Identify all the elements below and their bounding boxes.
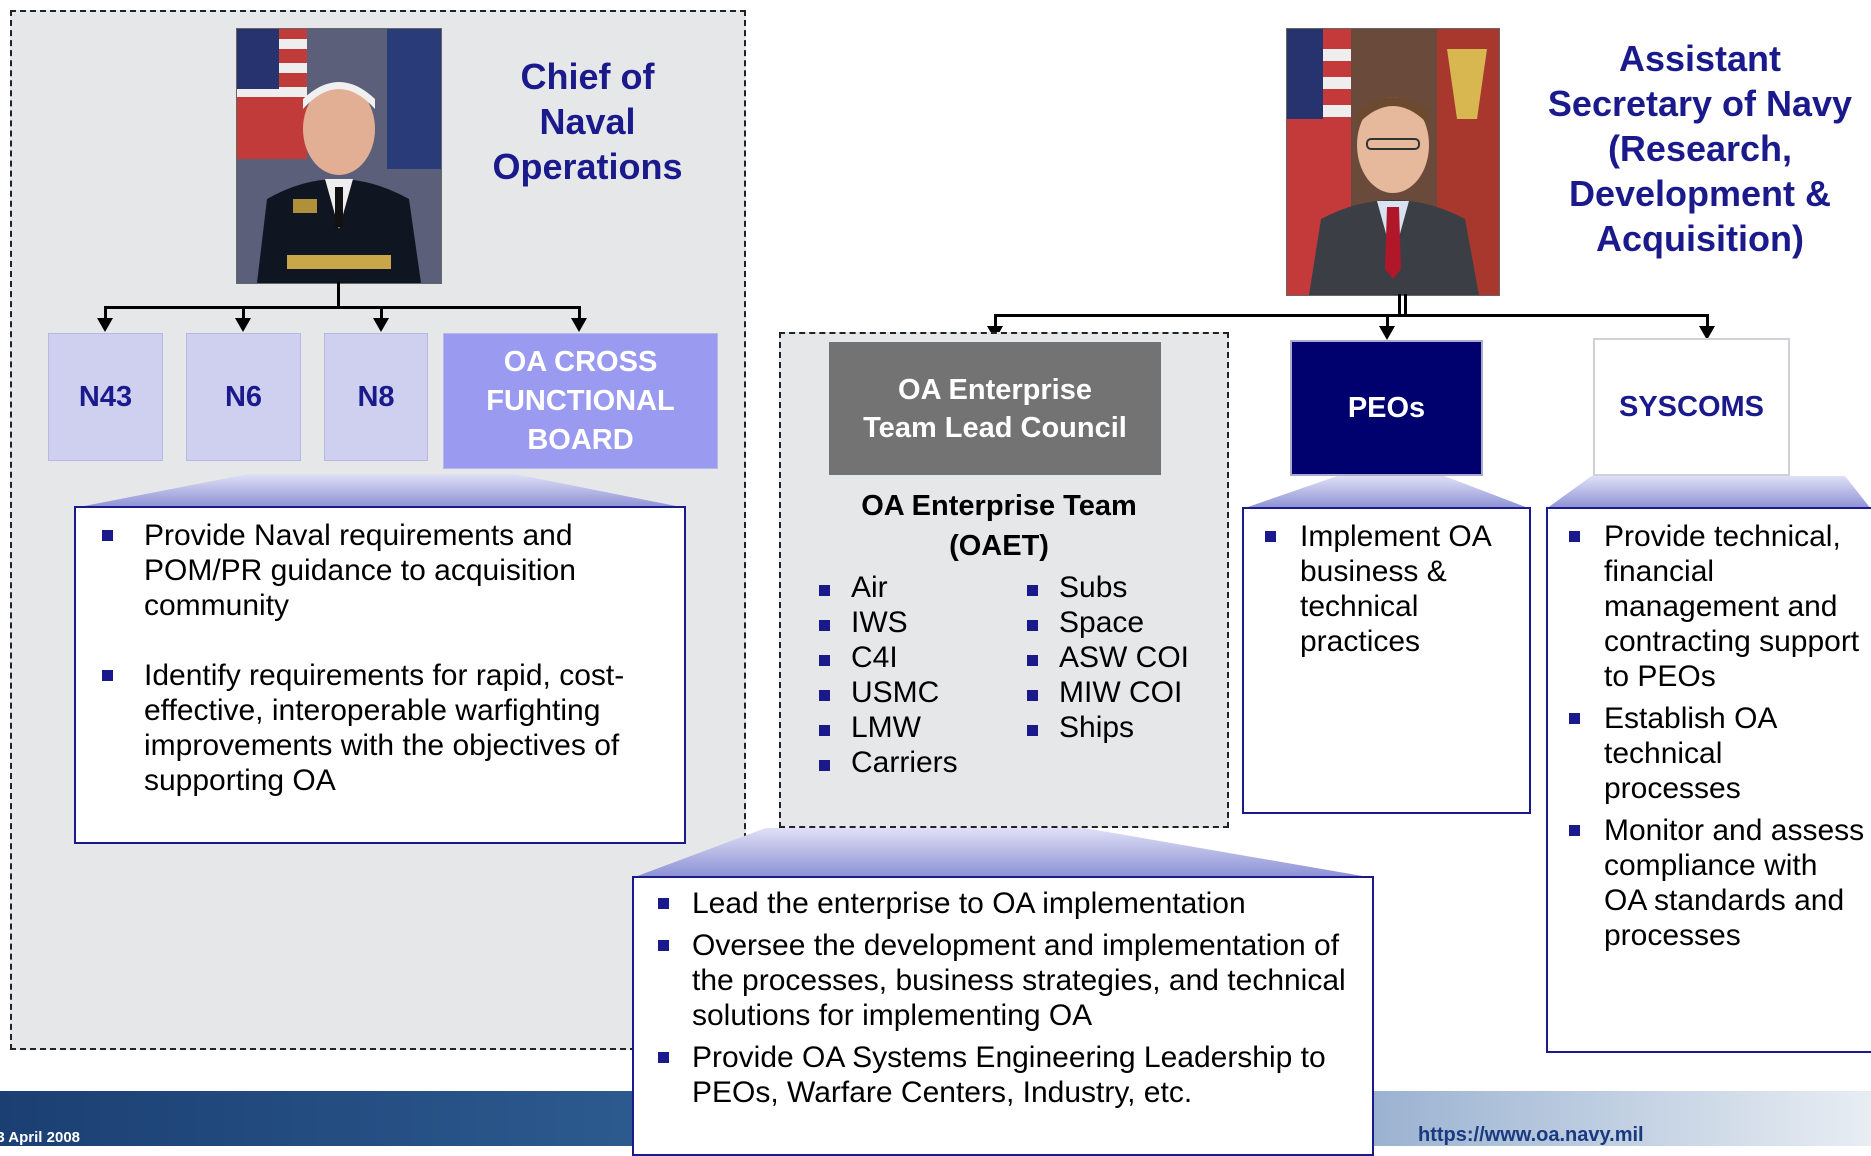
- oaet-description-box: Lead the enterprise to OA implementation…: [632, 876, 1374, 1156]
- footer-date: 23 April 2008: [0, 1129, 80, 1146]
- asn-portrait: [1286, 28, 1500, 296]
- branch-drop-line: [1386, 314, 1389, 328]
- asn-title-line: Assistant: [1618, 38, 1782, 79]
- branch-drop-line: [1706, 314, 1709, 328]
- member-item: USMC: [815, 675, 995, 710]
- cno-portrait: [236, 28, 442, 284]
- branch-drop-line: [104, 306, 107, 320]
- arrow-down-icon: [1699, 326, 1715, 340]
- syscoms-description-box: Provide technical, financial management …: [1546, 507, 1871, 1053]
- member-item: C4I: [815, 640, 995, 675]
- member-item: Space: [1023, 605, 1223, 640]
- unit-box-n6: N6: [186, 333, 301, 461]
- bullet-item: Provide Naval requirements and POM/PR gu…: [102, 518, 664, 623]
- cno-title-line: Naval: [539, 101, 636, 142]
- branch-drop-line: [994, 314, 997, 328]
- asn-title-line: Development &: [1568, 173, 1832, 214]
- oa-cross-functional-board: OA CROSS FUNCTIONAL BOARD: [443, 333, 718, 469]
- oaet-bullets: Lead the enterprise to OA implementation…: [658, 886, 1352, 1110]
- arrow-down-icon: [97, 318, 113, 332]
- bullet-item: Implement OA business & technical practi…: [1265, 519, 1525, 659]
- peos-bullets: Implement OA business & technical practi…: [1265, 519, 1525, 659]
- oaet-title-line: OA Enterprise Team: [861, 490, 1137, 522]
- cno-bullets: Provide Naval requirements and POM/PR gu…: [102, 518, 664, 798]
- syscoms-bullets: Provide technical, financial management …: [1569, 519, 1866, 953]
- member-item: Subs: [1023, 570, 1223, 605]
- bullet-item: Lead the enterprise to OA implementation: [658, 886, 1352, 921]
- board-label-line: OA CROSS: [503, 345, 658, 378]
- cno-description-box: Provide Naval requirements and POM/PR gu…: [74, 506, 686, 844]
- bullet-item: Provide OA Systems Engineering Leadershi…: [658, 1040, 1352, 1110]
- branch-drop-line: [242, 306, 245, 320]
- syscoms-label: SYSCOMS: [1618, 390, 1765, 423]
- cno-title-line: Chief of: [520, 56, 655, 97]
- peos-box: PEOs: [1290, 340, 1483, 476]
- unit-label: N8: [357, 380, 395, 413]
- footer-url[interactable]: https://www.oa.navy.mil: [1418, 1124, 1644, 1146]
- cno-branch-line: [104, 306, 581, 309]
- member-item: MIW COI: [1023, 675, 1223, 710]
- asn-trunk-line: [1398, 294, 1401, 316]
- asn-title-line: Acquisition): [1596, 218, 1804, 259]
- unit-box-n43: N43: [48, 333, 163, 461]
- member-item: LMW: [815, 710, 995, 745]
- asn-trunk-line: [1404, 294, 1407, 316]
- cno-title-line: Operations: [492, 146, 683, 187]
- bullet-item: Establish OA technical processes: [1569, 701, 1866, 806]
- oaet-members-col2: Subs Space ASW COI MIW COI Ships: [1023, 570, 1223, 745]
- unit-label: N43: [78, 380, 133, 413]
- member-item: Air: [815, 570, 995, 605]
- member-item: IWS: [815, 605, 995, 640]
- bullet-item: Identify requirements for rapid, cost-ef…: [102, 658, 664, 798]
- member-item: Carriers: [815, 745, 995, 780]
- bullet-item: Monitor and assess compliance with OA st…: [1569, 814, 1865, 952]
- council-label-line: Team Lead Council: [863, 411, 1127, 444]
- arrow-down-icon: [373, 318, 389, 332]
- branch-drop-line: [578, 306, 581, 320]
- oaet-members-col1: Air IWS C4I USMC LMW Carriers: [815, 570, 995, 780]
- arrow-down-icon: [235, 318, 251, 332]
- peos-label: PEOs: [1347, 391, 1426, 424]
- oaet-title: OA Enterprise Team (OAET): [799, 486, 1199, 566]
- asn-title: Assistant Secretary of Navy (Research, D…: [1530, 36, 1870, 261]
- unit-label: N6: [224, 380, 263, 413]
- peos-callout-connector: [1242, 476, 1531, 509]
- branch-drop-line: [380, 306, 383, 320]
- unit-box-n8: N8: [324, 333, 428, 461]
- board-label-line: FUNCTIONAL: [486, 384, 675, 417]
- member-item: ASW COI: [1023, 640, 1223, 675]
- arrow-down-icon: [1379, 326, 1395, 340]
- bullet-item: Provide technical, financial management …: [1569, 519, 1866, 694]
- peos-description-box: Implement OA business & technical practi…: [1242, 507, 1531, 814]
- syscoms-box: SYSCOMS: [1593, 338, 1790, 476]
- oaet-title-line: (OAET): [949, 530, 1049, 562]
- cno-trunk-line: [337, 282, 340, 308]
- team-lead-council-box: OA Enterprise Team Lead Council: [829, 342, 1161, 475]
- member-item: Ships: [1023, 710, 1223, 745]
- council-label-line: OA Enterprise: [898, 373, 1092, 406]
- cno-title: Chief of Naval Operations: [470, 54, 705, 189]
- asn-branch-line: [994, 314, 1709, 317]
- arrow-down-icon: [571, 318, 587, 332]
- bullet-item: Oversee the development and implementati…: [658, 928, 1352, 1033]
- board-label-line: BOARD: [527, 423, 634, 456]
- asn-title-line: Secretary of Navy: [1547, 83, 1853, 124]
- syscoms-callout-connector: [1546, 476, 1871, 509]
- asn-title-line: (Research,: [1607, 128, 1793, 169]
